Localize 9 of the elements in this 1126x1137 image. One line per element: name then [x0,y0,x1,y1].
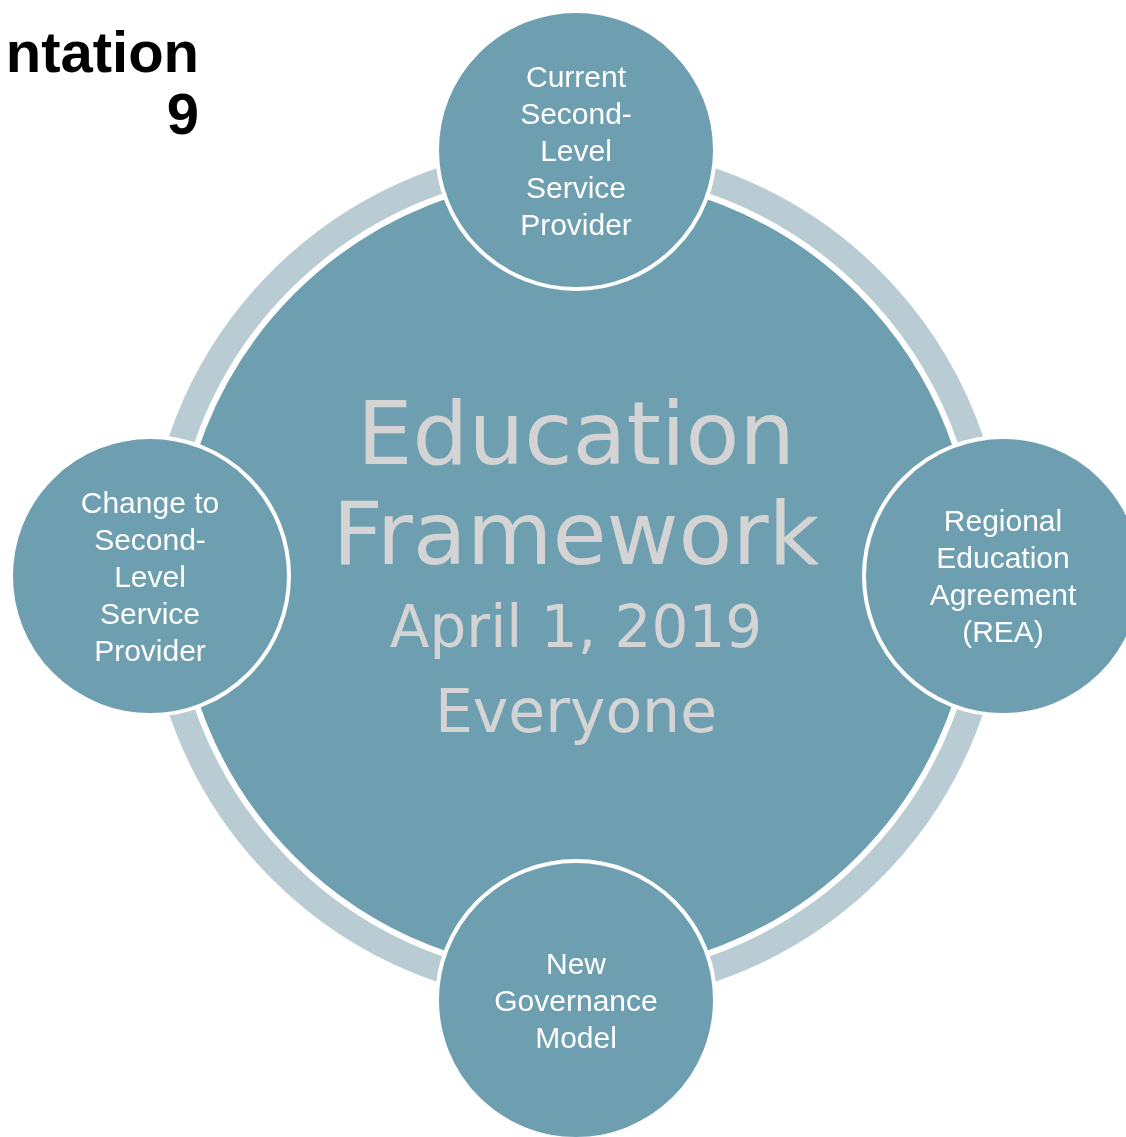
title-fragment: ntation [5,22,199,82]
circle-label: Change to Second-Level Service Provider [79,484,221,669]
center-title: Education Framework [331,384,821,584]
center-text: Everyone [433,676,719,746]
circle-label: New Governance Model [493,945,659,1056]
circle-label: Regional Education Agreement (REA) [928,503,1078,650]
title-fragment: 9 [166,84,199,144]
center-text: April 1, 2019 [388,592,764,662]
circle-label: Current Second-Level Service Provider [519,58,633,243]
